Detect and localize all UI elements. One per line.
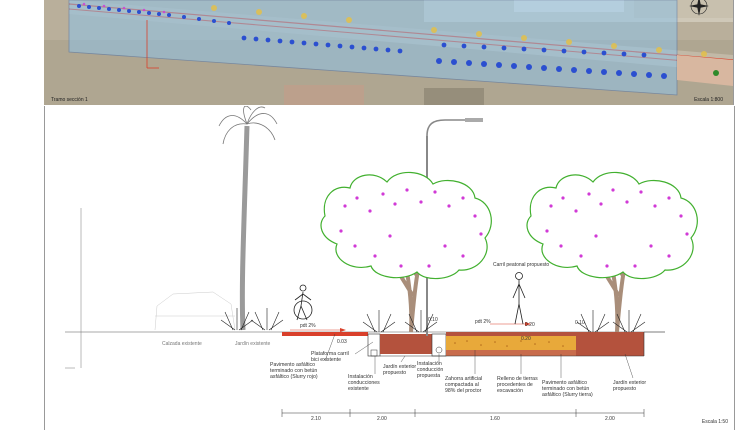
gravel-base [446, 336, 576, 350]
label-jardin-existente: Jardín existente [235, 341, 271, 347]
level-1: 0.03 [337, 339, 347, 345]
level-3: 0.20 [521, 336, 531, 342]
north-arrow-icon [689, 0, 709, 16]
level-4: 0.10 [575, 320, 585, 326]
shrubs [220, 308, 646, 333]
label-zahorra: Zahorra artificial compactada al 98% del… [445, 376, 483, 394]
label-jardin-exterior-2: Jardín exterior propuesto [613, 380, 647, 392]
slope-left: pdt 2% [300, 323, 316, 329]
dim-2: 2.00 [377, 416, 387, 422]
label-plataforma: Plataforma carril bici existente [311, 351, 349, 363]
cross-section-view: Calzada existente Jardín existente Carri… [44, 105, 735, 430]
label-calzada: Calzada existente [162, 341, 202, 347]
plan-caption: Tramo sección 1 [51, 97, 88, 103]
label-instalacion-existente: Instalación conducciones existente [348, 374, 380, 392]
cross-section-svg [65, 105, 698, 417]
flowering-tree-left [320, 171, 492, 333]
pedestrian-figure [512, 272, 526, 325]
car-outline [154, 291, 236, 331]
bike-lane-slab [282, 332, 368, 336]
label-pavimento-rojo: Pavimento asfáltico terminado con betún … [270, 362, 318, 380]
palm-tree [218, 105, 278, 331]
plan-scale: Escala 1:800 [694, 97, 723, 103]
tree-flowers [339, 188, 689, 268]
dimension-line [281, 409, 645, 417]
section-scale: Escala 1:50 [701, 419, 728, 425]
aerial-plan-svg [44, 0, 733, 105]
label-relleno: Relleno de tierras procedentes de excava… [497, 376, 538, 394]
label-carril-peatonal: Carril peatonal propuesto [493, 262, 550, 268]
dim-4: 2.00 [605, 416, 615, 422]
flowering-tree-right [526, 171, 698, 333]
slope-right: pdt 2% [475, 319, 491, 325]
level-5: 0.20 [525, 322, 535, 328]
label-instalacion-propuesta: Instalación conducción propuesta [417, 361, 444, 379]
dim-1: 2.10 [311, 416, 321, 422]
label-pavimento-tierra: Pavimento asfáltico terminado con betún … [542, 380, 593, 398]
aerial-plan-view: Tramo sección 1 Escala 1:800 [44, 0, 734, 105]
level-2: 0.10 [428, 317, 438, 323]
label-jardin-exterior-1: Jardín exterior propuesto [383, 364, 417, 376]
cyclist-figure [293, 284, 313, 321]
dim-3: 1.60 [490, 416, 500, 422]
plan-plant-markers [77, 4, 667, 79]
